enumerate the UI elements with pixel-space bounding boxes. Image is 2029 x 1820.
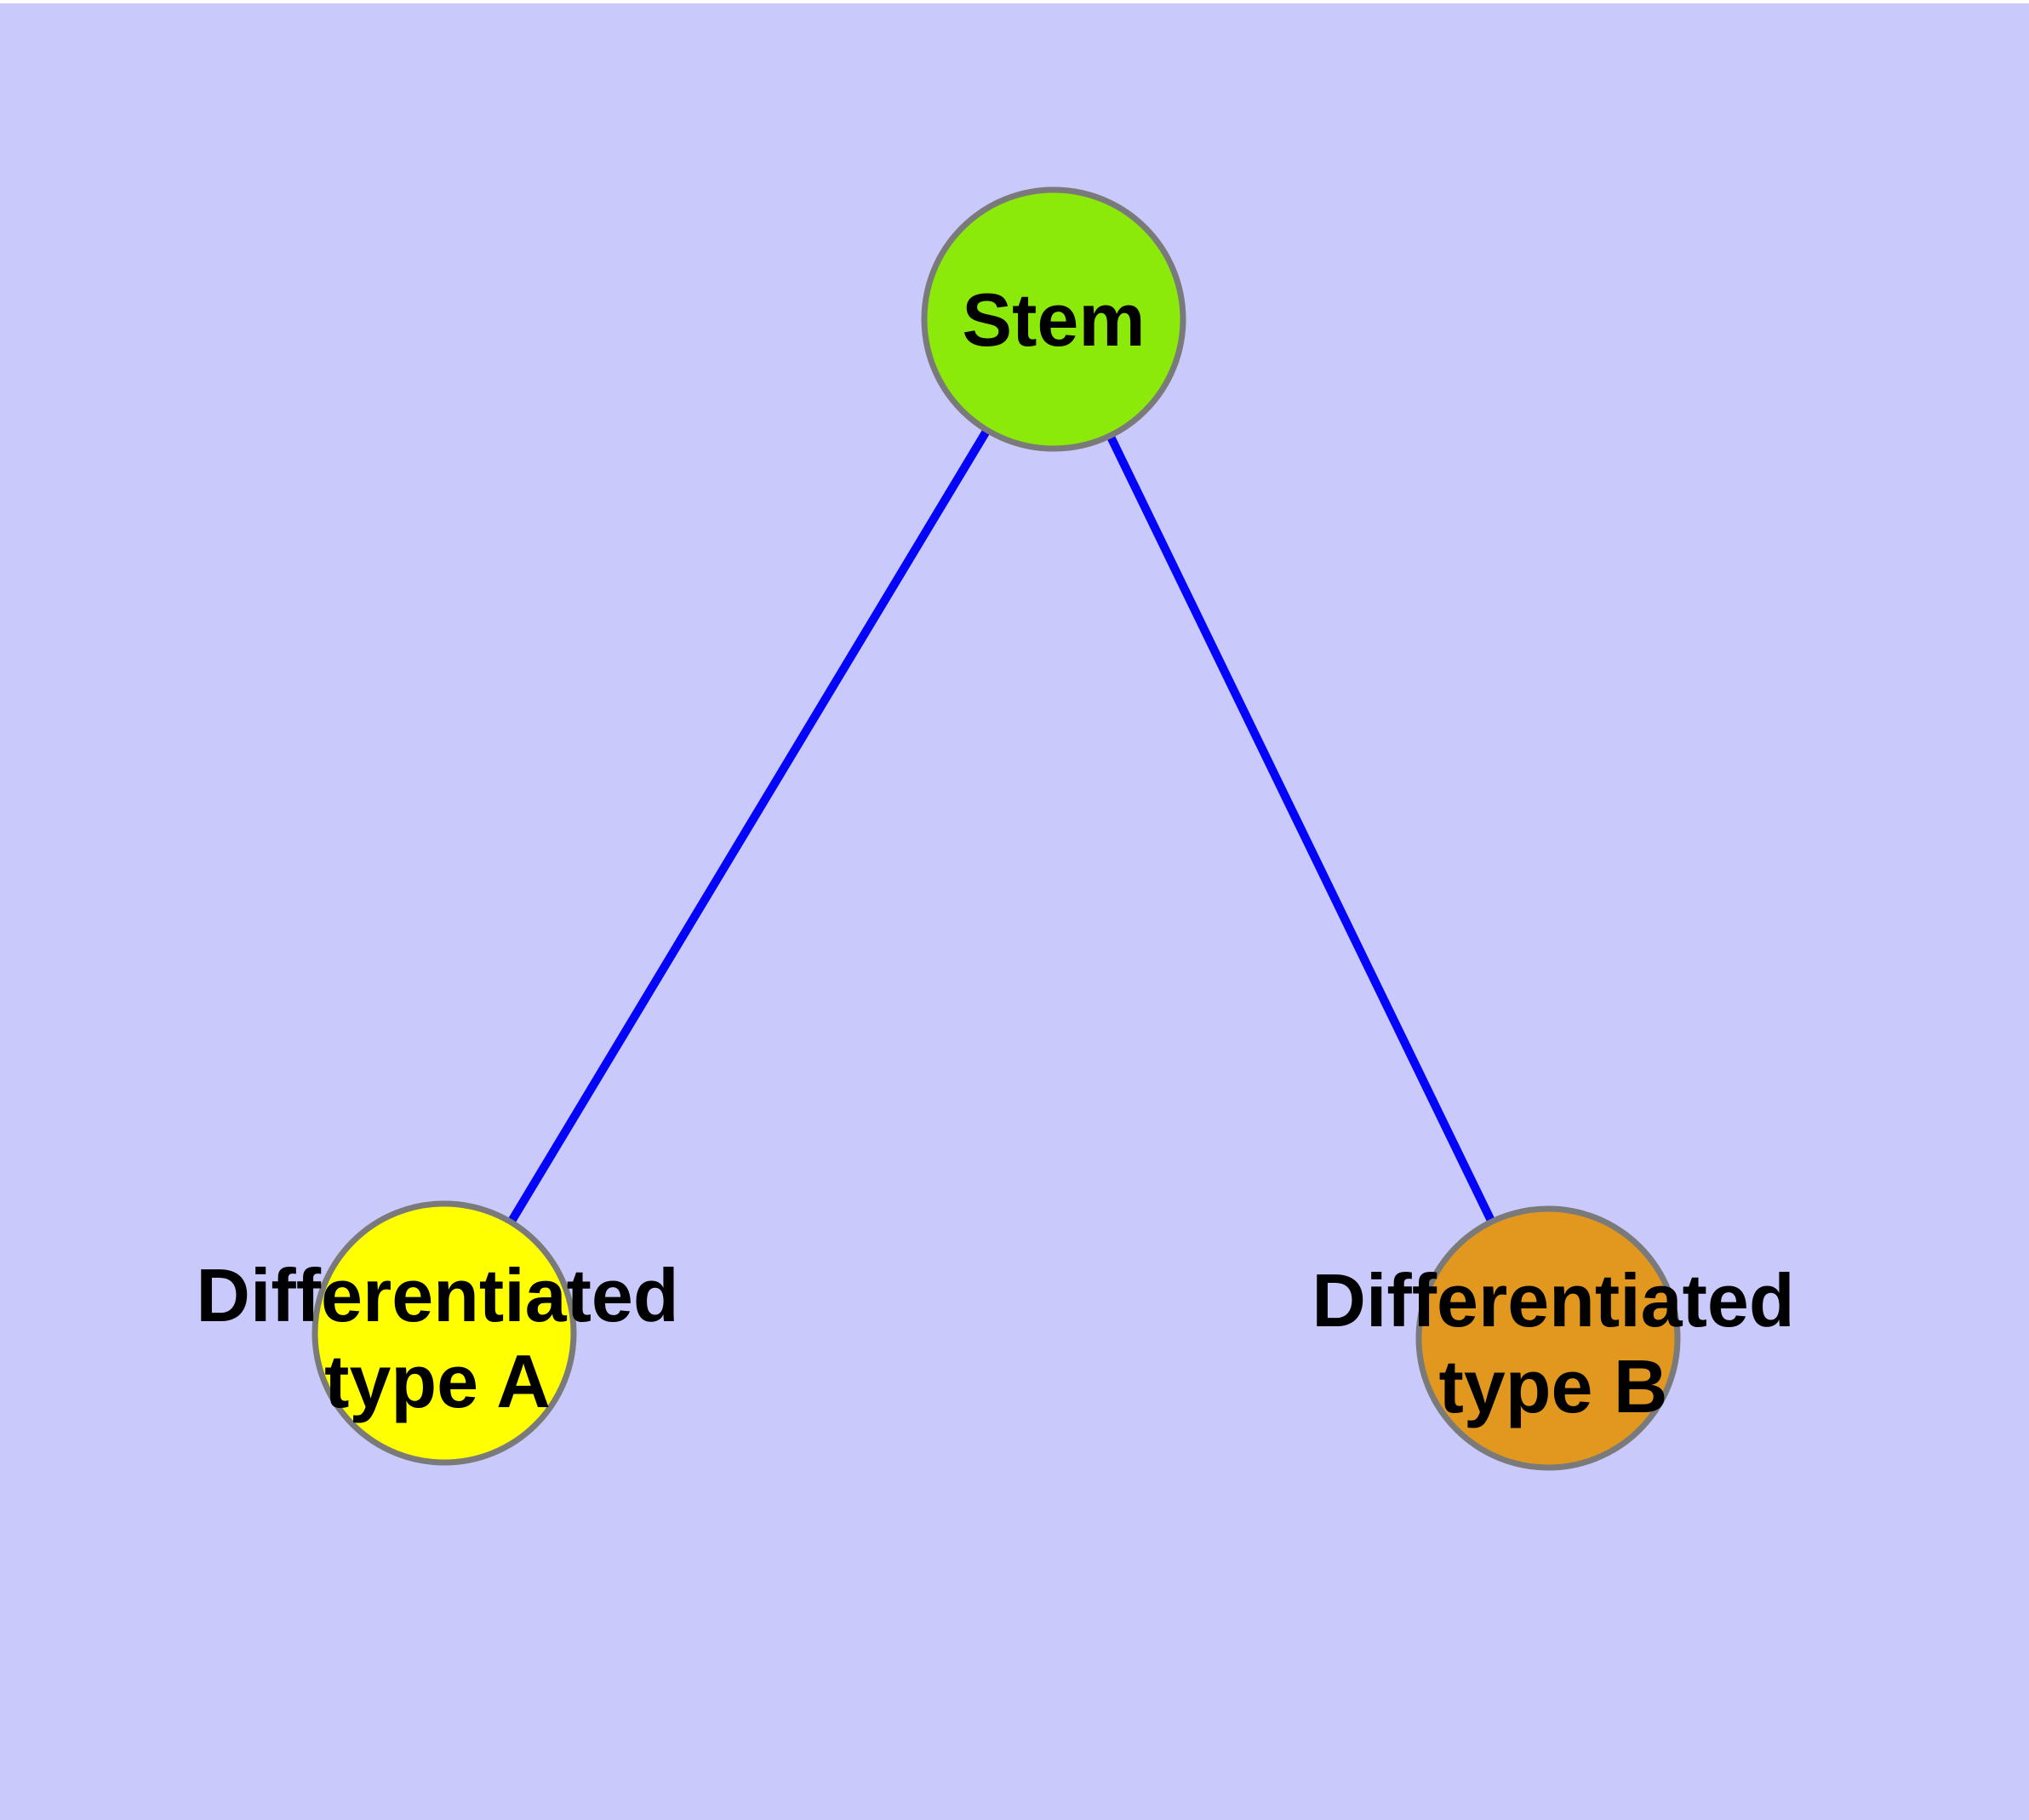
edge-stem-to-type-b [1049, 317, 1552, 1341]
node-type-b-label-line2: type B [1439, 1344, 1668, 1428]
node-type-b-label-line1: Differentiated [1312, 1258, 1794, 1342]
node-stem-circle [921, 186, 1186, 452]
node-type-a-label-line1: Differentiated [196, 1253, 678, 1337]
node-type-a-circle [311, 1200, 577, 1466]
node-differentiated-type-a: Differentiated type A [196, 1200, 679, 1466]
node-stem: Stem [921, 186, 1186, 452]
node-type-a-label-line2: type A [324, 1339, 551, 1423]
node-differentiated-type-b: Differentiated type B [1312, 1205, 1795, 1471]
edge-stem-to-type-a [440, 317, 1058, 1336]
node-type-b-circle [1415, 1205, 1681, 1471]
node-stem-label: Stem [962, 278, 1145, 362]
top-margin [0, 0, 2029, 3]
